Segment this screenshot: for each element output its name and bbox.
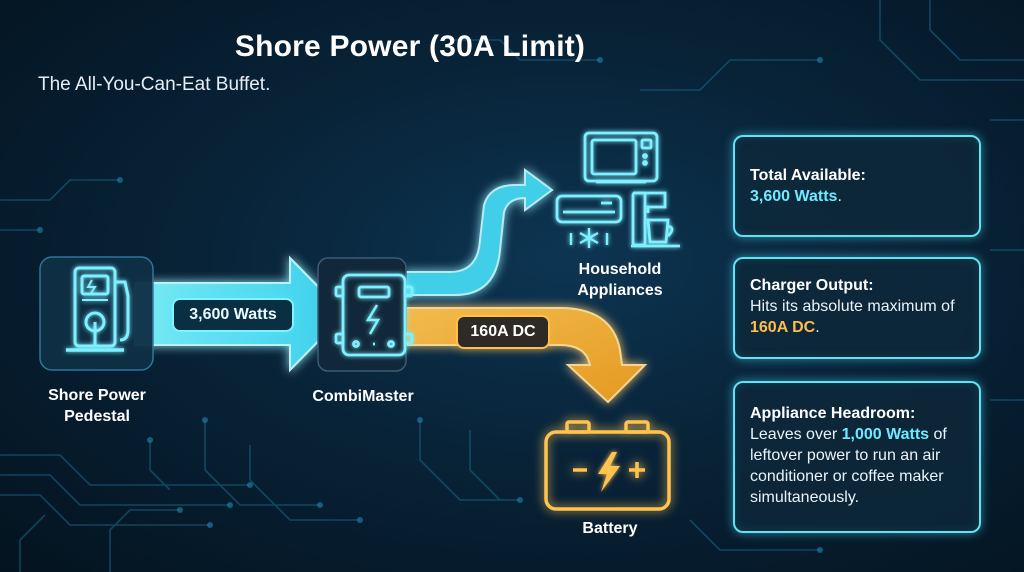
pedestal-label: Shore Power Pedestal: [48, 387, 146, 425]
microwave-icon: [583, 131, 659, 184]
battery-label: Battery: [582, 520, 638, 537]
page-subtitle: The All-You-Can-Eat Buffet.: [38, 74, 271, 95]
snowflake-icon: [569, 228, 609, 248]
appliance-flow-arrow: [404, 168, 554, 296]
inverter-charger-icon: [317, 257, 414, 372]
battery-icon: [544, 420, 671, 511]
charger-output-box: Charger Output: Hits its absolute maximu…: [733, 257, 981, 359]
total-available-heading: Total Available:: [750, 167, 866, 184]
appliances-label: Household Appliances: [577, 261, 663, 299]
appliance-headroom-text-after: of leftover power to run an air conditio…: [750, 426, 947, 506]
total-available-tail: .: [837, 188, 842, 205]
coffee-maker-icon: [631, 191, 680, 248]
lightning-bolt-icon: [598, 452, 620, 492]
charger-output-value: 160A DC: [750, 319, 816, 336]
air-conditioner-icon: [555, 194, 623, 224]
battery-current-label: 160A DC: [456, 315, 550, 349]
appliance-headroom-text-before: Leaves over: [750, 426, 842, 443]
appliance-headroom-value: 1,000 Watts: [841, 426, 930, 443]
charger-output-tail: .: [815, 319, 820, 336]
ev-charger-icon: [39, 256, 154, 371]
appliance-headroom-heading: Appliance Headroom:: [750, 405, 916, 422]
total-available-value: 3,600 Watts: [750, 188, 838, 205]
charger-output-text: Hits its absolute maximum of: [750, 298, 955, 315]
total-available-box: Total Available: 3,600 Watts.: [733, 135, 981, 237]
charger-output-heading: Charger Output:: [750, 277, 874, 294]
appliance-headroom-box: Appliance Headroom: Leaves over 1,000 Wa…: [733, 381, 981, 533]
combimaster-label: CombiMaster: [312, 388, 414, 405]
input-watts-label: 3,600 Watts: [172, 298, 294, 332]
page-title: Shore Power (30A Limit): [234, 30, 586, 63]
